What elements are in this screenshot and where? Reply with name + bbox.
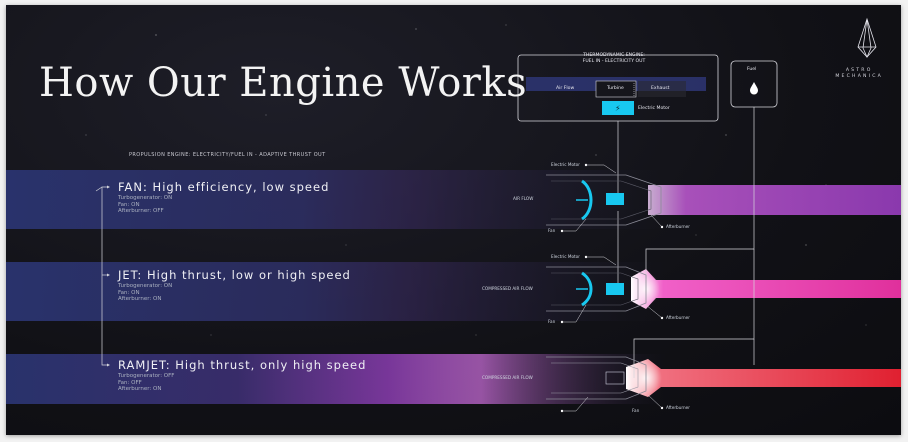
fuel-label: Fuel	[747, 67, 757, 72]
connector-lines	[617, 107, 755, 378]
fuel-drop-icon	[750, 82, 758, 95]
ramjet-mode-band	[6, 354, 666, 404]
air-flow-label: Air Flow	[556, 86, 575, 91]
ramjet-exhaust-plume	[626, 359, 901, 397]
jet-fan-status: Fan: ON	[118, 289, 140, 296]
brand-name: ASTRO MECHANICA	[835, 68, 883, 80]
jet-mode-heading: JET: High thrust, low or high speed	[118, 268, 351, 282]
jet-turbogenerator-status: Turbogenerator: ON	[118, 283, 173, 289]
fan-exhaust-plume	[648, 185, 901, 215]
jet-engine	[546, 266, 647, 312]
thermo-title-line-2: FUEL IN - ELECTRICITY OUT	[582, 58, 646, 64]
jet-fan-label: Fan	[548, 319, 556, 324]
ramjet-engine	[546, 356, 647, 400]
fan-mode-status: Turbogenerator: ON Fan: ON Afterburner: …	[118, 195, 172, 215]
ramjet-fan-status: Fan: OFF	[118, 379, 142, 386]
lightning-icon: ⚡	[615, 104, 621, 113]
ramjet-mode-heading: RAMJET: High thrust, only high speed	[118, 358, 367, 372]
fan-engine	[546, 174, 662, 226]
fan-afterburner-status: Afterburner: OFF	[118, 208, 164, 215]
jet-afterburner-status: Afterburner: ON	[118, 296, 162, 303]
thermodynamic-engine-box	[517, 54, 719, 122]
fan-afterburner-label: Afterburner	[666, 224, 690, 229]
diagram-subtitle: PROPULSION ENGINE: ELECTRICITY/FUEL IN -…	[129, 152, 326, 158]
fan-electric-motor-label: Electric Motor	[551, 162, 580, 167]
ramjet-afterburner-status: Afterburner: ON	[118, 386, 162, 393]
star-field	[85, 24, 867, 336]
ramjet-fan-label: Fan	[632, 408, 640, 413]
fan-turbogenerator-status: Turbogenerator: ON	[118, 195, 173, 201]
astro-mechanica-logo-icon	[857, 17, 877, 58]
brand-line-1: ASTRO	[845, 68, 873, 73]
jet-afterburner-label: Afterburner	[666, 315, 690, 320]
fan-mode-band	[6, 170, 666, 229]
brand-line-2: MECHANICA	[835, 74, 883, 79]
infographic-card: How Our Engine Works PROPULSION ENGINE: …	[6, 5, 901, 435]
thermo-title: THERMODYNAMIC ENGINE: FUEL IN - ELECTRIC…	[573, 53, 655, 64]
thermo-electric-motor-label: Electric Motor	[638, 106, 670, 111]
jet-mode-status: Turbogenerator: ON Fan: ON Afterburner: …	[118, 283, 172, 303]
fan-flow-label: AIR FLOW	[513, 196, 534, 201]
jet-electric-motor-label: Electric Motor	[551, 254, 580, 259]
jet-flow-label: COMPRESSED AIR FLOW	[482, 286, 533, 291]
ramjet-turbogenerator-status: Turbogenerator: OFF	[118, 373, 175, 379]
ramjet-afterburner-label: Afterburner	[666, 405, 690, 410]
fan-fan-status: Fan: ON	[118, 201, 140, 208]
fan-mode-heading: FAN: High efficiency, low speed	[118, 180, 330, 194]
page-title: How Our Engine Works	[39, 60, 528, 106]
ramjet-mode-status: Turbogenerator: OFF Fan: OFF Afterburner…	[118, 373, 174, 393]
engine-diagram	[6, 17, 901, 413]
exhaust-label: Exhaust	[651, 86, 670, 91]
thermo-title-line-1: THERMODYNAMIC ENGINE:	[583, 53, 645, 58]
fan-fan-label: Fan	[548, 228, 556, 233]
jet-exhaust-plume	[631, 269, 901, 309]
ramjet-flow-label: COMPRESSED AIR FLOW	[482, 375, 533, 380]
turbine-label: Turbine	[607, 86, 624, 91]
